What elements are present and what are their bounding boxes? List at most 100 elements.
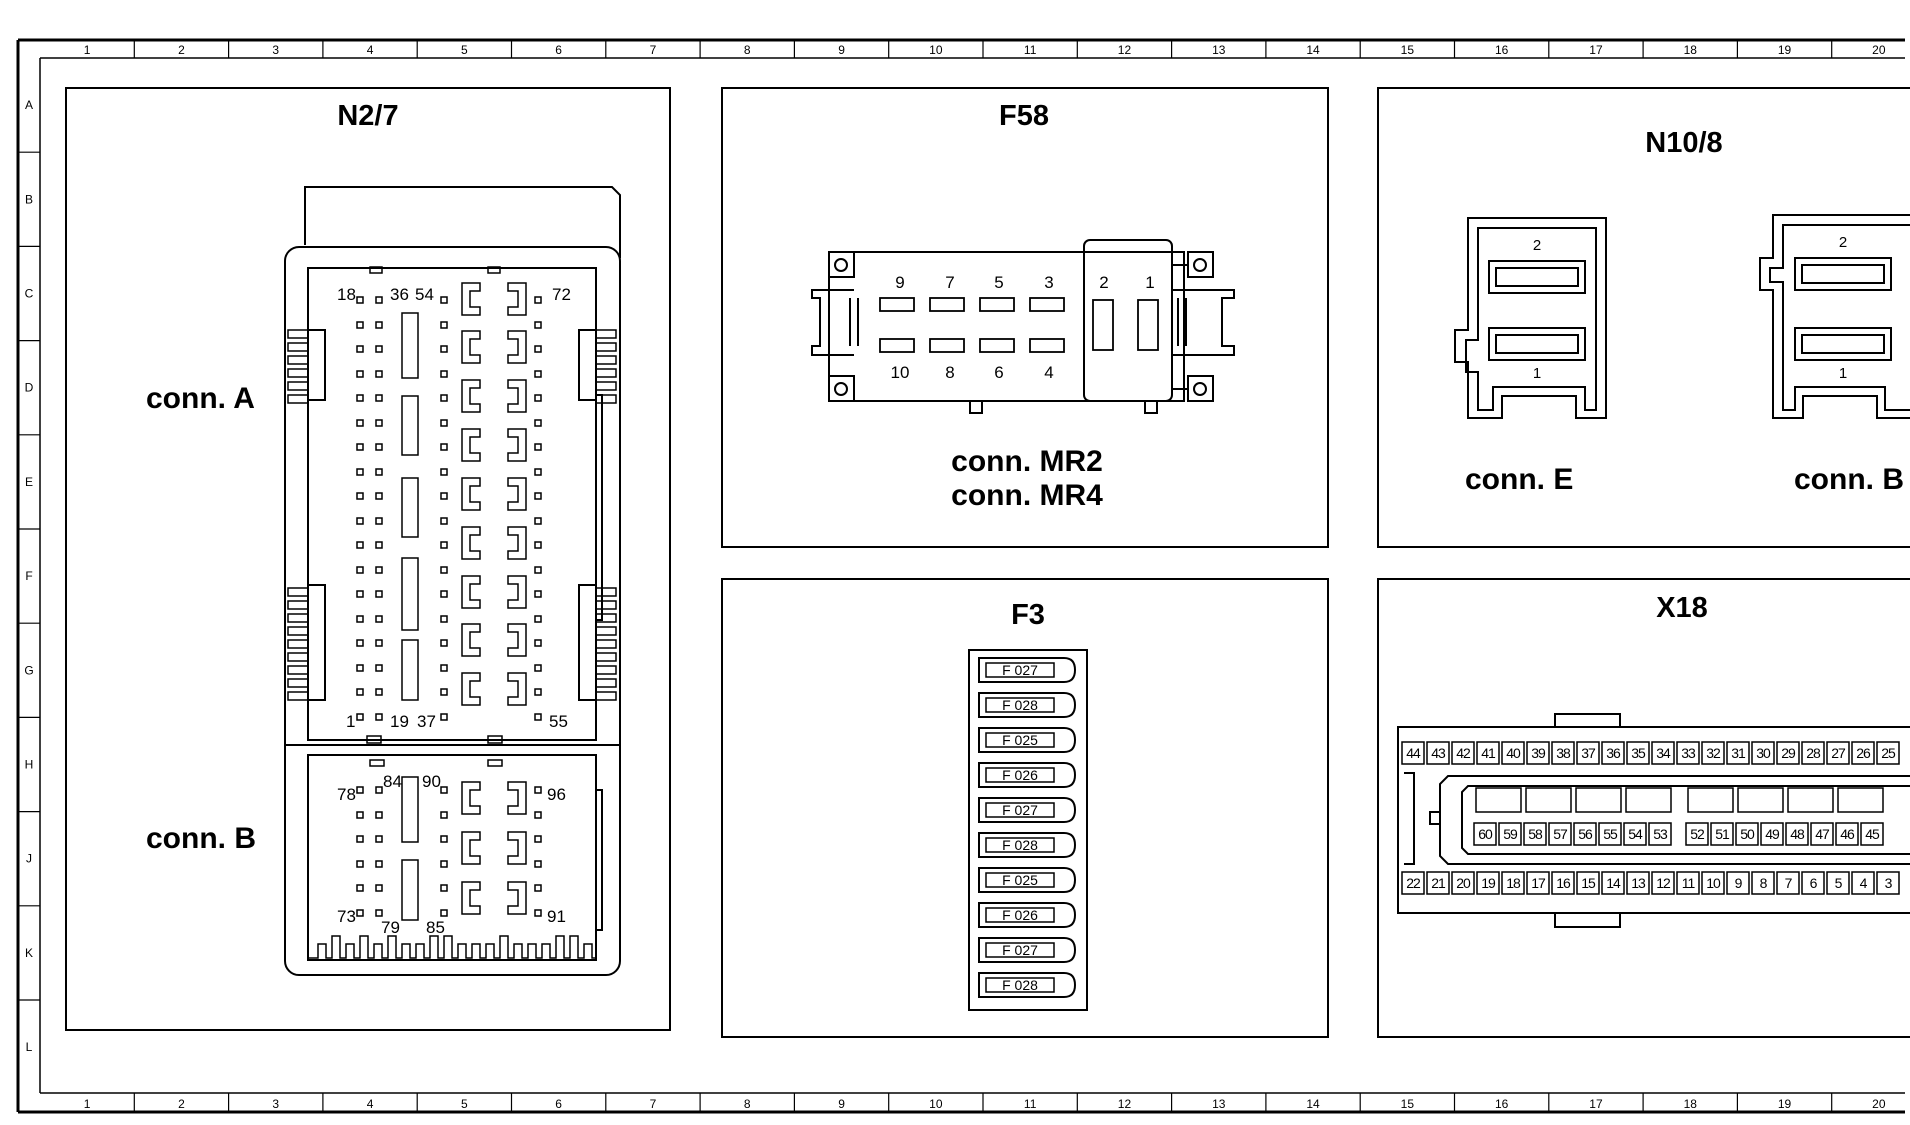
x18-pin-label: 46 <box>1840 826 1855 842</box>
n10-8-e-pin-1: 1 <box>1533 365 1541 382</box>
x18-pin-cell: 48 <box>1785 822 1809 846</box>
x18-pin-cell: 15 <box>1576 871 1600 895</box>
x18-pin-cell: 41 <box>1476 741 1500 765</box>
x18-pin-label: 57 <box>1553 826 1568 842</box>
grid-column-label-top: 16 <box>1495 43 1509 57</box>
x18-pin-label: 58 <box>1528 826 1543 842</box>
fuse-slot: F 027 <box>978 797 1077 823</box>
panel-n2-7: N2/7 conn. A conn. B 18 36 54 72 1 <box>65 87 671 1031</box>
x18-pin-cell: 45 <box>1860 822 1884 846</box>
grid-column-label-bottom: 4 <box>367 1097 374 1111</box>
x18-pin-cell: 31 <box>1726 741 1750 765</box>
grid-row-label: K <box>25 946 33 960</box>
x18-pin-cell: 34 <box>1651 741 1675 765</box>
grid-row-label: F <box>25 569 32 583</box>
x18-pin-cell: 55 <box>1598 822 1622 846</box>
x18-pin-label: 43 <box>1431 745 1446 761</box>
grid-column-label-bottom: 9 <box>838 1097 845 1111</box>
grid-column-label-top: 14 <box>1306 43 1320 57</box>
grid-column-label-top: 11 <box>1024 43 1037 57</box>
fuse-slot: F 025 <box>978 867 1077 893</box>
x18-pin-label: 6 <box>1810 875 1818 891</box>
x18-pin-label: 31 <box>1731 745 1746 761</box>
f58-pin-5: 5 <box>994 273 1003 292</box>
f58-pin-9: 9 <box>895 273 904 292</box>
f3-title: F3 <box>1011 599 1045 631</box>
x18-empty-slot <box>1475 787 1522 813</box>
x18-pin-label: 33 <box>1681 745 1696 761</box>
pin-label-54: 54 <box>415 285 434 304</box>
x18-pin-label: 37 <box>1581 745 1596 761</box>
grid-column-label-bottom: 19 <box>1778 1097 1792 1111</box>
pin-label-84: 84 <box>383 772 402 791</box>
x18-pin-label: 35 <box>1631 745 1646 761</box>
pin-label-90: 90 <box>422 772 441 791</box>
x18-pin-label: 15 <box>1581 875 1596 891</box>
grid-column-label-bottom: 17 <box>1589 1097 1603 1111</box>
grid-column-label-top: 2 <box>178 43 185 57</box>
x18-pin-cell: 38 <box>1551 741 1575 765</box>
grid-column-label-bottom: 3 <box>272 1097 279 1111</box>
f58-connector-body <box>811 239 1235 414</box>
grid-column-label-bottom: 16 <box>1495 1097 1509 1111</box>
n10-8-conn-b-label: conn. B <box>1794 463 1904 496</box>
x18-pin-label: 56 <box>1578 826 1593 842</box>
x18-pin-label: 19 <box>1481 875 1496 891</box>
x18-pin-label: 11 <box>1682 875 1696 891</box>
grid-row-label: J <box>26 852 32 866</box>
x18-pin-cell: 53 <box>1648 822 1672 846</box>
fuse-slot: F 027 <box>978 937 1077 963</box>
pin-label-91: 91 <box>547 907 566 926</box>
x18-pin-cell: 46 <box>1835 822 1859 846</box>
n10-8-conn-e-drawing <box>1454 217 1607 419</box>
n2-7-connector-housing <box>284 186 621 976</box>
x18-pin-cell: 50 <box>1735 822 1759 846</box>
f58-pin-6: 6 <box>994 363 1003 382</box>
grid-labels: 1122334455667788991010111112121313141415… <box>24 43 1886 1111</box>
grid-column-label-bottom: 20 <box>1872 1097 1886 1111</box>
grid-row-label: A <box>25 98 33 112</box>
x18-pin-cell: 47 <box>1810 822 1834 846</box>
pin-label-18: 18 <box>337 285 356 304</box>
n2-7-side-teeth <box>287 329 617 701</box>
x18-empty-slot <box>1737 787 1784 813</box>
f58-pin-2: 2 <box>1099 273 1108 292</box>
grid-column-label-bottom: 12 <box>1118 1097 1132 1111</box>
grid-column-label-bottom: 13 <box>1212 1097 1226 1111</box>
grid-column-label-top: 18 <box>1684 43 1698 57</box>
x18-pin-label: 51 <box>1715 826 1730 842</box>
x18-pin-cell: 29 <box>1776 741 1800 765</box>
grid-column-label-bottom: 8 <box>744 1097 751 1111</box>
grid-row-label: L <box>26 1040 33 1054</box>
x18-pin-label: 4 <box>1860 875 1868 891</box>
x18-pin-cell: 7 <box>1776 871 1800 895</box>
panel-n10-8: N10/8 2 1 conn. E 2 1 conn. B <box>1377 87 1910 548</box>
x18-pin-cell: 27 <box>1826 741 1850 765</box>
x18-pin-cell: 32 <box>1701 741 1725 765</box>
x18-pin-label: 41 <box>1481 745 1496 761</box>
f58-pin-1: 1 <box>1145 273 1154 292</box>
x18-pin-cell: 58 <box>1523 822 1547 846</box>
x18-pin-label: 55 <box>1603 826 1618 842</box>
x18-empty-slot <box>1787 787 1834 813</box>
x18-pin-cell: 57 <box>1548 822 1572 846</box>
grid-column-label-top: 1 <box>84 43 91 57</box>
grid-row-label: D <box>25 381 34 395</box>
f58-title: F58 <box>999 100 1049 132</box>
x18-pin-label: 18 <box>1506 875 1521 891</box>
grid-column-label-top: 9 <box>838 43 845 57</box>
n2-7-pin-field <box>356 266 542 921</box>
x18-pin-cell: 14 <box>1601 871 1625 895</box>
grid-column-label-top: 3 <box>272 43 279 57</box>
fuse-label: F 025 <box>1002 732 1038 748</box>
x18-pin-cell: 33 <box>1676 741 1700 765</box>
x18-pin-cell: 20 <box>1451 871 1475 895</box>
pin-label-85: 85 <box>426 918 445 937</box>
x18-pin-label: 22 <box>1406 875 1421 891</box>
n10-8-conn-b-drawing <box>1759 214 1910 419</box>
x18-pin-cell: 12 <box>1651 871 1675 895</box>
fuse-slot: F 026 <box>978 762 1077 788</box>
fuse-label: F 027 <box>1002 942 1038 958</box>
